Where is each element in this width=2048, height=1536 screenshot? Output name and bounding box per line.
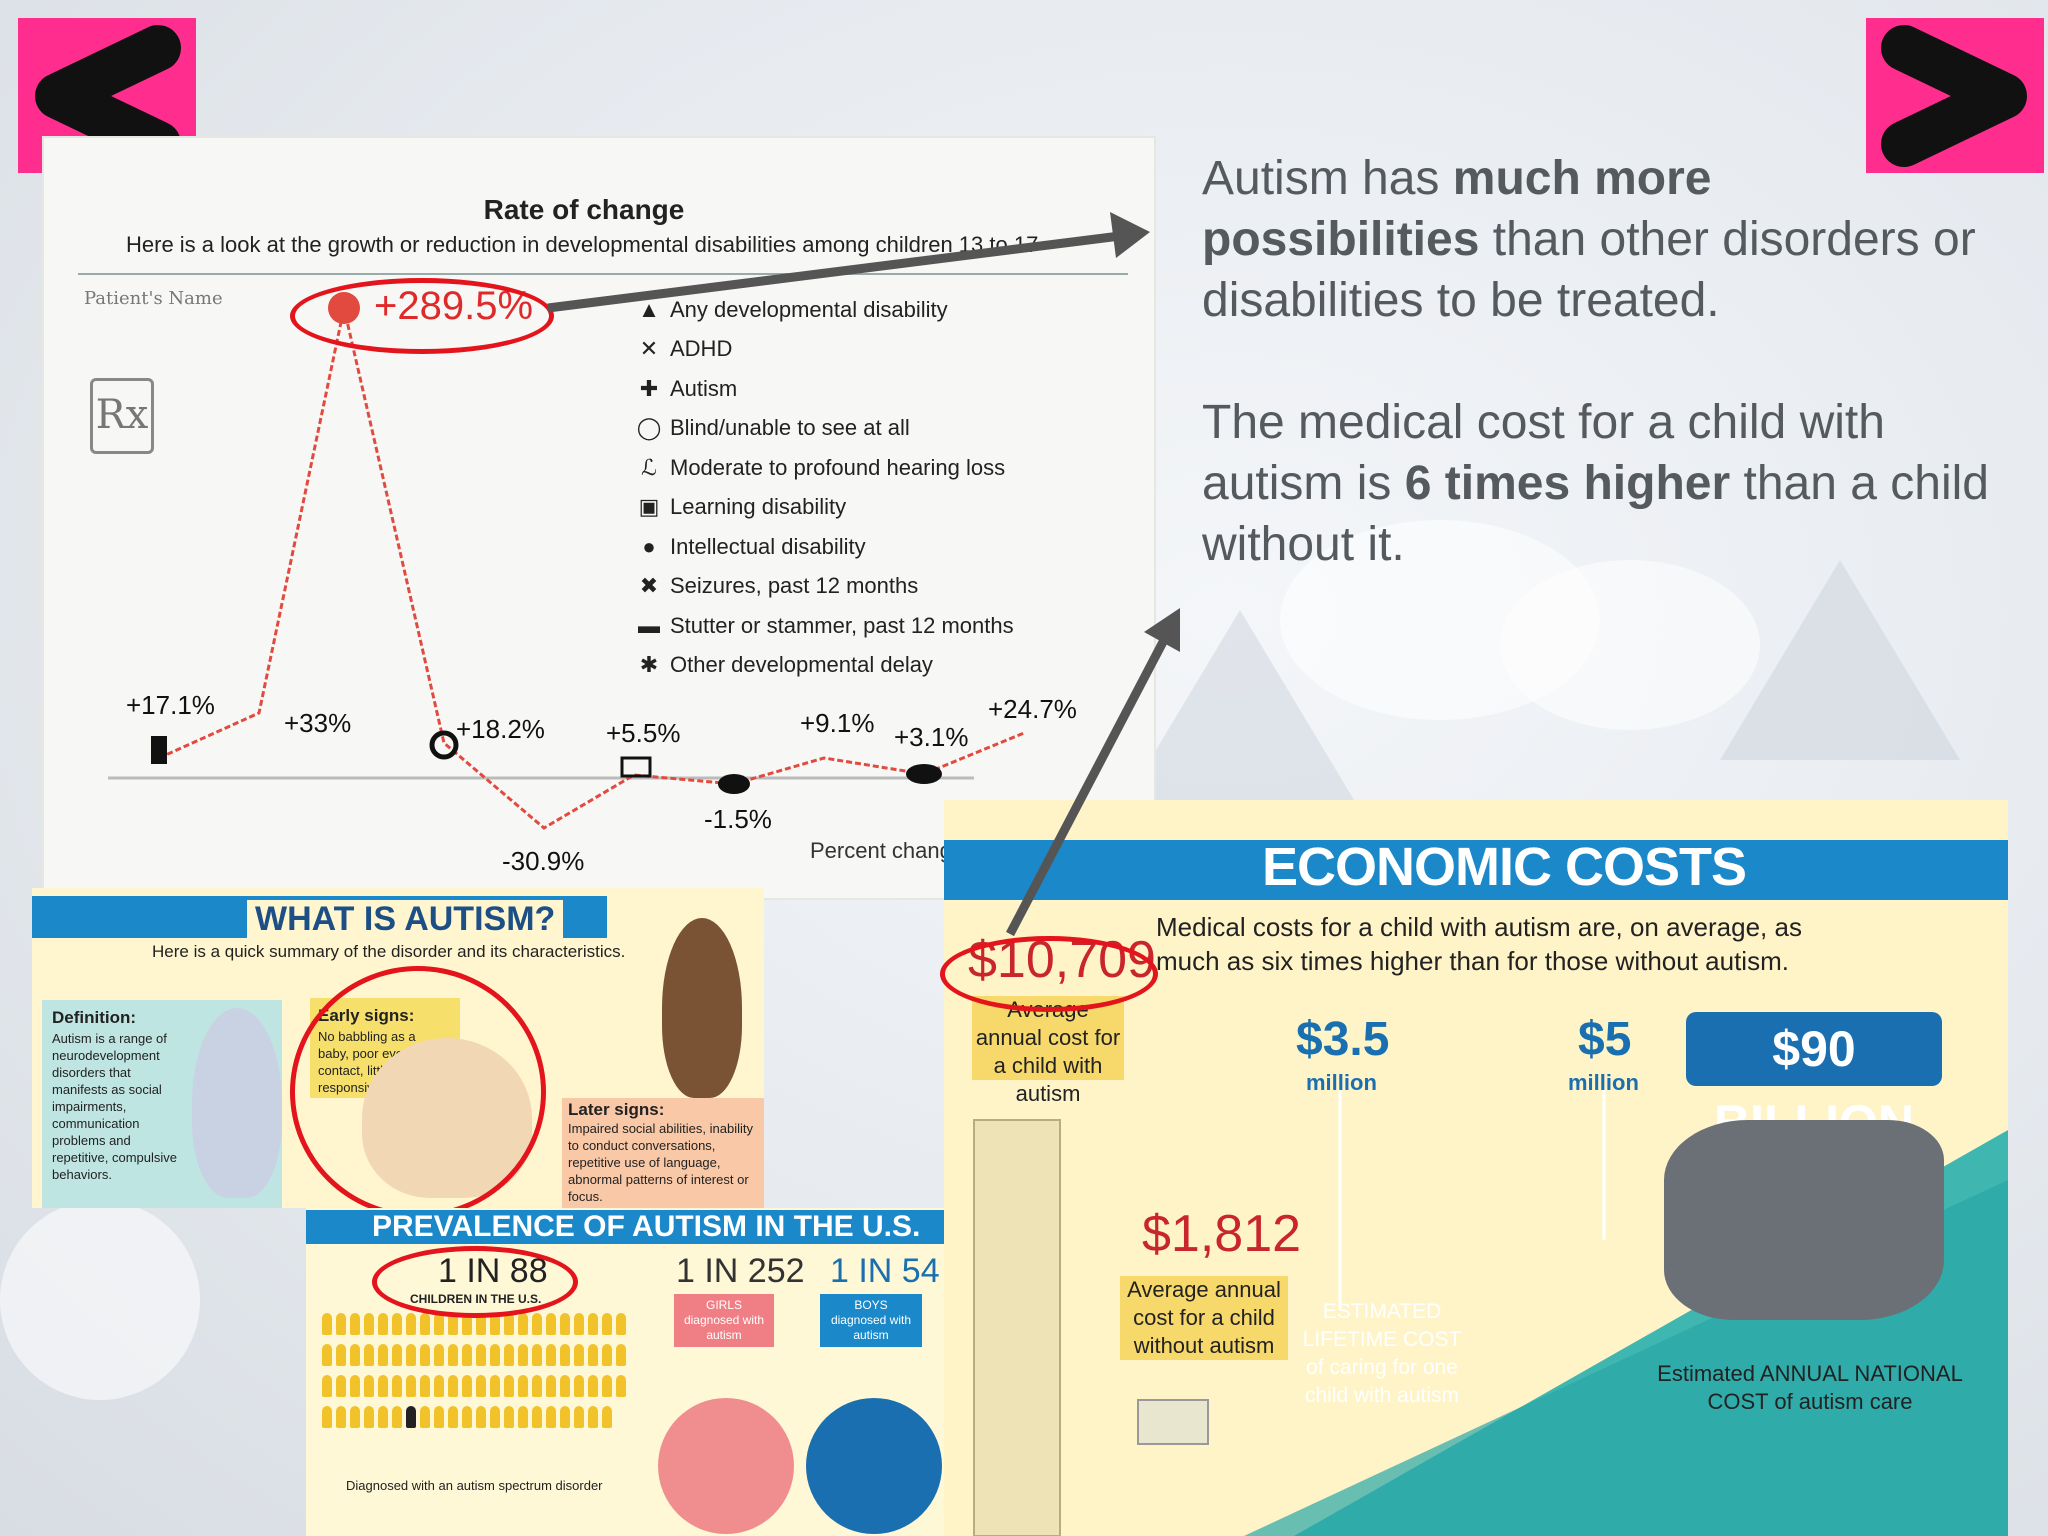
legend-label: Other developmental delay	[670, 652, 933, 678]
national-cost-badge: $90 BILLION	[1686, 1012, 1942, 1151]
legend: ▲Any developmental disability ✕ADHD ✚Aut…	[636, 290, 1014, 685]
value-label: +9.1%	[800, 708, 875, 738]
later-signs-label: Later signs:	[568, 1100, 665, 1119]
legend-item: ● Intellectual disability	[636, 527, 1014, 567]
national-cost-label: Estimated ANNUAL NATIONAL COST of autism…	[1657, 1361, 1963, 1414]
prevalence-title: PREVALENCE OF AUTISM IN THE U.S.	[372, 1210, 921, 1243]
child-photo	[662, 918, 742, 1098]
background-cloud	[1500, 560, 1760, 730]
figure-grid	[320, 1312, 640, 1436]
legend-label: Blind/unable to see at all	[670, 415, 910, 441]
patient-name-label: Patient's Name	[84, 288, 223, 309]
next-slide-button[interactable]	[1866, 18, 2044, 173]
paragraph-possibilities: Autism has much more possibilities than …	[1202, 148, 2002, 331]
child-photo	[192, 1008, 282, 1198]
legend-label: ADHD	[670, 336, 733, 362]
highlight-ellipse	[940, 936, 1158, 1012]
later-signs-box	[562, 1098, 764, 1208]
legend-item: ✖ Seizures, past 12 months	[636, 567, 1014, 607]
rate-title: Rate of change	[483, 194, 685, 225]
legend-item: ✕ ADHD	[636, 330, 1014, 370]
puzzle-icon: ✚	[639, 375, 659, 401]
background-shape	[1720, 560, 1960, 760]
percent-change-caption: Percent change	[810, 838, 965, 863]
text-run: The medical cost for a child with autism…	[1202, 396, 1885, 510]
legend-label: Learning disability	[670, 494, 847, 520]
value-label: +33%	[284, 708, 352, 738]
economic-costs-image: ECONOMIC COSTS Medical costs for a child…	[944, 800, 2008, 1536]
legend-label: Intellectual disability	[670, 533, 866, 559]
slide-body-text: Autism has much more possibilities than …	[1202, 148, 2002, 575]
legend-label: Stutter or stammer, past 12 months	[670, 612, 1014, 638]
stat-boys: 1 IN 54	[830, 1252, 940, 1290]
highlight-ellipse	[290, 278, 554, 354]
value-label: -1.5%	[704, 804, 772, 834]
value-label: +18.2%	[456, 714, 545, 744]
rx-icon: Rx	[90, 378, 154, 454]
cost-without-label: Average annual cost for a child without …	[1120, 1276, 1288, 1360]
legend-label: Moderate to profound hearing loss	[670, 454, 1006, 480]
economic-title: ECONOMIC COSTS	[1262, 837, 1747, 897]
us-map-icon	[1664, 1120, 1944, 1320]
chevron-left-icon	[35, 25, 181, 167]
stat-girls: 1 IN 252	[676, 1252, 805, 1290]
legend-item: ▣ Learning disability	[636, 488, 1014, 528]
rate-line	[108, 292, 1025, 830]
text-run: than a child without it.	[1202, 457, 1989, 571]
economic-subtitle: Medical costs for a child with autism ar…	[1156, 912, 1802, 976]
book-icon: ▣	[638, 494, 660, 520]
legend-item: ▬ Stutter or stammer, past 12 months	[636, 606, 1014, 646]
stat-boys-label: BOYS diagnosed with autism	[820, 1294, 922, 1347]
highlight-ellipse	[290, 966, 546, 1218]
lifetime-cost-high: $5	[1578, 1013, 1632, 1066]
value-label: +24.7%	[988, 694, 1077, 724]
legend-label: Seizures, past 12 months	[670, 573, 919, 599]
what-title: WHAT IS AUTISM?	[247, 900, 564, 939]
rate-of-change-image: Rate of change Here is a look at the gro…	[44, 138, 1154, 898]
background-shape	[1120, 610, 1360, 810]
value-label: +3.1%	[894, 722, 969, 752]
brain-icon: ●	[642, 533, 656, 559]
text-emphasis: much more possibilities	[1202, 152, 1712, 266]
what-subtitle: Here is a quick summary of the disorder …	[152, 942, 626, 961]
legend-item: ✱ Other developmental delay	[636, 646, 1014, 686]
banner-stripe	[306, 1210, 960, 1244]
value-label: -30.9%	[502, 846, 585, 876]
mouth-icon: ▬	[638, 612, 660, 638]
legend-item: ℒ Moderate to profound hearing loss	[636, 448, 1014, 488]
prevalence-footnote: Diagnosed with an autism spectrum disord…	[346, 1478, 603, 1493]
background-cloud	[0, 1200, 200, 1400]
highlight-ellipse	[372, 1246, 578, 1318]
value-label: +5.5%	[606, 718, 681, 748]
boys-circle	[806, 1398, 942, 1534]
stat-girls-label: GIRLS diagnosed with autism	[674, 1294, 774, 1347]
figure-icon: ✕	[639, 336, 659, 362]
seizure-icon: ✖	[639, 573, 659, 599]
asterisk-icon: ✱	[639, 652, 659, 678]
text-emphasis: 6 times higher	[1404, 457, 1731, 510]
cost-without-autism: $1,812	[1142, 1205, 1302, 1263]
text-run: Autism has	[1202, 152, 1453, 205]
lifetime-cost-low: $3.5	[1296, 1013, 1390, 1066]
legend-item: ◯ Blind/unable to see at all	[636, 409, 1014, 449]
girls-circle	[658, 1398, 794, 1534]
ear-icon: ℒ	[641, 454, 657, 480]
eye-icon: ◯	[636, 415, 662, 441]
paragraph-cost: The medical cost for a child with autism…	[1202, 392, 2002, 575]
lifetime-cost-low-unit: million	[1306, 1070, 1377, 1095]
lifetime-cost-label: ESTIMATED LIFETIME COST of caring for on…	[1302, 1300, 1462, 1407]
legend-label: Autism	[670, 375, 738, 401]
legend-item: ✚ Autism	[636, 369, 1014, 409]
definition-text: Autism is a range of neurodevelopment di…	[52, 1031, 177, 1182]
text-run: than other disorders or disabilities to …	[1202, 213, 1976, 327]
later-signs-text: Impaired social abilities, inability to …	[568, 1121, 753, 1204]
definition-label: Definition:	[52, 1008, 137, 1027]
chevron-right-icon	[1881, 25, 2027, 167]
value-label: +17.1%	[126, 690, 215, 720]
lifetime-cost-high-unit: million	[1568, 1070, 1639, 1095]
